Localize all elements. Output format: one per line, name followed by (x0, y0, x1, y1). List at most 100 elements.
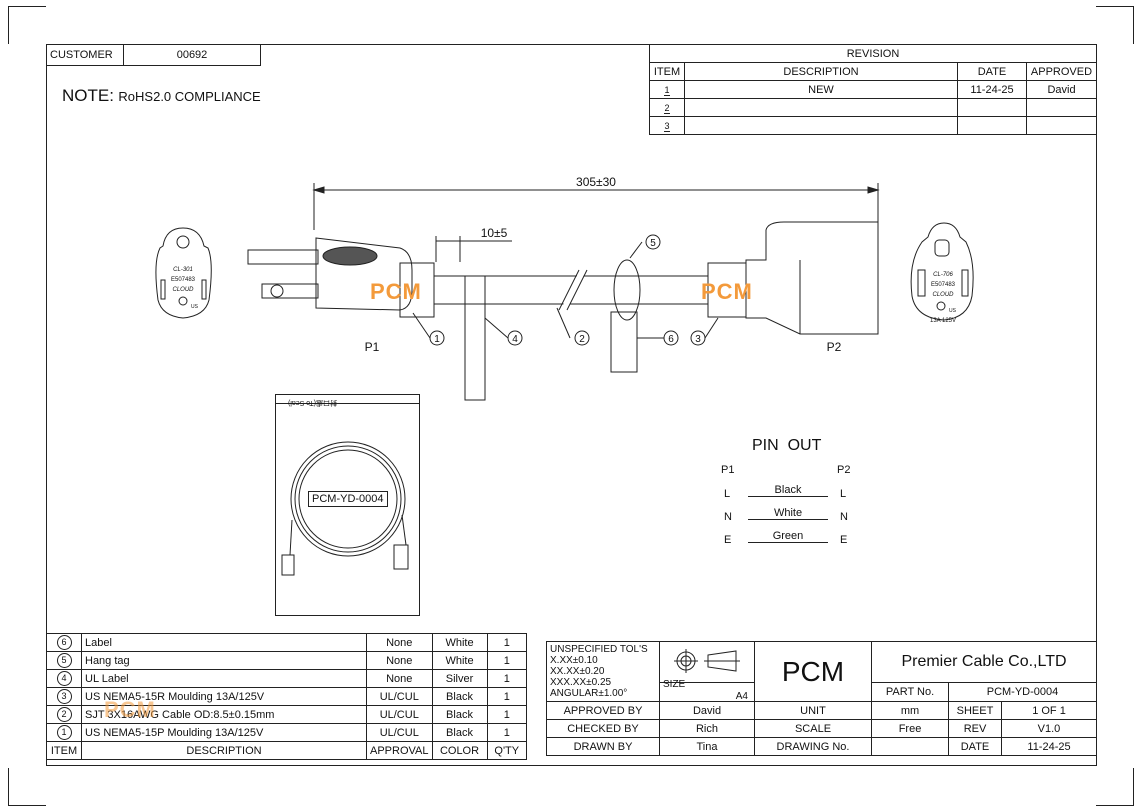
bom-qty: 1 (486, 723, 527, 742)
crop-mark (1096, 6, 1134, 7)
pinout-row-right: L (840, 488, 847, 500)
length-dim: 305±30 (576, 175, 616, 189)
bom-header-qty: Q'TY (486, 741, 527, 760)
sheet-label: SHEET (948, 701, 1002, 720)
note-text: RoHS2.0 COMPLIANCE (118, 89, 261, 104)
drawing-no (871, 737, 949, 756)
company-name: Premier Cable Co.,LTD (871, 641, 1097, 683)
callout-1 (429, 330, 445, 346)
table-row: 1 US NEMA5-15P Moulding 13A/125V UL/CUL … (46, 723, 527, 742)
pcm-watermark-bom: PCM (104, 697, 156, 722)
callout-1-text: 1 (434, 334, 440, 345)
pcm-logo: PCM (754, 641, 872, 702)
plug-face-brand: CLOUD (172, 287, 194, 293)
bom-header-color: COLOR (431, 741, 488, 760)
bom-header-item: ITEM (46, 741, 82, 760)
callout-4-text: 4 (512, 334, 518, 345)
drawing-no-label: DRAWING No. (754, 737, 872, 756)
bom-item-badge: 6 (56, 635, 72, 650)
coiled-cable-icon (281, 441, 409, 576)
bom-qty: 1 (486, 669, 527, 688)
bom-header-description: DESCRIPTION (81, 741, 367, 760)
note: NOTE: RoHS2.0 COMPLIANCE (62, 86, 261, 106)
bom-item-badge: 2 (56, 707, 72, 722)
part-no: PCM-YD-0004 (948, 682, 1097, 702)
title-block: UNSPECIFIED TOL'S X.XX±0.10 XX.XX±0.20 X… (546, 641, 1097, 756)
bom-approval: UL/CUL (366, 723, 433, 742)
bag-seal-line (276, 403, 419, 404)
pcm-watermark-p1: PCM (370, 279, 422, 304)
table-row: 6 Label None White 1 (46, 633, 527, 652)
plug-face-file: E507483 (171, 277, 196, 283)
checked-by: Rich (659, 719, 755, 738)
callout-5-text: 5 (650, 238, 656, 249)
table-row: 5 Hang tag None White 1 (46, 651, 527, 670)
bom-qty: 1 (486, 687, 527, 706)
checked-by-label: CHECKED BY (546, 719, 660, 738)
unit-label: UNIT (754, 701, 872, 720)
bom-description: Label (81, 633, 367, 652)
plug-face-code: CL-301 (173, 267, 193, 273)
bom-color: White (431, 651, 488, 670)
crop-mark (8, 6, 9, 44)
socket-face-file: E507483 (931, 282, 956, 288)
note-label: NOTE: (62, 86, 114, 105)
pinout-row-right: E (840, 534, 848, 546)
socket-face-rating: 13A 125V (930, 318, 956, 324)
bom-table: 6 Label None White 1 5 Hang tag None Whi… (46, 633, 527, 760)
revision-table: REVISION ITEM DESCRIPTION DATE APPROVED … (649, 44, 1097, 135)
tolerance-block: UNSPECIFIED TOL'S X.XX±0.10 XX.XX±0.20 X… (546, 641, 660, 702)
socket-face-brand: CLOUD (932, 292, 954, 298)
bom-approval: UL/CUL (366, 705, 433, 724)
rev-label: REV (948, 719, 1002, 738)
callout-2 (574, 330, 590, 346)
crop-mark (8, 805, 46, 806)
pinout-row-left: N (724, 511, 732, 523)
bom-qty: 1 (486, 633, 527, 652)
bom-color: Black (431, 723, 488, 742)
bom-description: US NEMA5-15P Moulding 13A/125V (81, 723, 367, 742)
bom-item-badge: 3 (56, 689, 72, 704)
bom-item-badge: 4 (56, 671, 72, 686)
pinout-row-left: E (724, 534, 732, 546)
customer-value: 00692 (123, 44, 261, 66)
socket-face-code: CL-706 (933, 272, 953, 278)
crop-mark (8, 768, 9, 806)
pinout-row-wire: Black (748, 484, 828, 497)
bom-description: Hang tag (81, 651, 367, 670)
approved-by: David (659, 701, 755, 720)
rev-header-approved: APPROVED (1026, 62, 1097, 81)
bom-color: Black (431, 687, 488, 706)
size-value: A4 (735, 691, 748, 702)
bom-approval: None (366, 651, 433, 670)
plug-face-ul: US (191, 304, 199, 310)
approved-by-label: APPROVED BY (546, 701, 660, 720)
callout-6-text: 6 (668, 334, 674, 345)
pinout-row-wire: White (748, 507, 828, 520)
size-label: SIZE (663, 679, 686, 690)
crop-mark (1133, 768, 1134, 806)
crop-mark (1096, 805, 1134, 806)
callout-6 (663, 330, 679, 346)
package-bag: 封口處(To Seal) PCM-YD-0004 (275, 394, 420, 616)
cable-drawing: 1 4 2 5 6 3 305±30 10±5 P1 P2 CL-301 E50… (155, 175, 974, 401)
callout-4 (507, 330, 523, 346)
bom-item-badge: 5 (56, 653, 72, 668)
rev-approved-3 (1026, 116, 1097, 135)
drawn-by: Tina (659, 737, 755, 756)
drawn-by-label: DRAWN BY (546, 737, 660, 756)
unit-value: mm (871, 701, 949, 720)
sheet-value: 1 OF 1 (1001, 701, 1097, 720)
bom-approval: None (366, 669, 433, 688)
callout-3 (690, 330, 706, 346)
p1-label: P1 (365, 340, 380, 354)
callout-2-text: 2 (579, 334, 585, 345)
pinout-title: PIN OUT (752, 437, 822, 454)
scale-label: SCALE (754, 719, 872, 738)
bom-color: Silver (431, 669, 488, 688)
pinout-left-head: P1 (721, 464, 735, 476)
date-value: 11-24-25 (1001, 737, 1097, 756)
bom-header-approval: APPROVAL (366, 741, 433, 760)
pcm-watermark-p2: PCM (701, 279, 753, 304)
rev-header-item: ITEM (649, 62, 685, 81)
